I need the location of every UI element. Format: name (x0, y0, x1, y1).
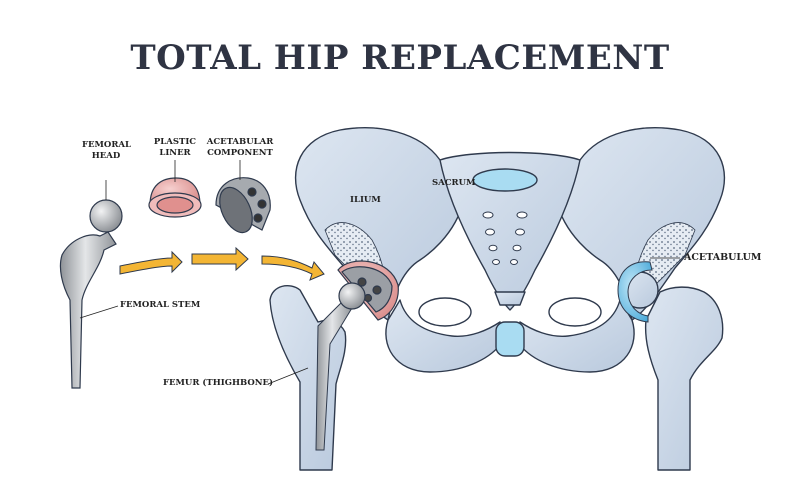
left-obturator (418, 297, 472, 327)
right-obturator (548, 297, 602, 327)
label-plastic-liner: PLASTIC LINER (150, 137, 200, 159)
right-femur (621, 271, 724, 471)
label-plastic-liner-line1: PLASTIC (153, 137, 197, 147)
sacral-foramina (482, 211, 528, 265)
label-plastic-liner-line2: LINER (159, 148, 191, 158)
label-femoral-head: FEMORAL HEAD (82, 140, 131, 162)
implanted-cup (337, 260, 399, 321)
label-femoral-head-line1: FEMORAL (82, 140, 131, 150)
acetabulum-cartilage (617, 261, 653, 323)
femoral-head-ball (89, 199, 123, 233)
implanted-ball (338, 282, 366, 310)
label-acetabular-line2: COMPONENT (207, 148, 273, 158)
label-ilium: ILIUM (350, 195, 381, 205)
label-acetabular-line1: ACETABULAR (206, 137, 274, 147)
pelvis (294, 127, 726, 373)
page-title: TOTAL HIP REPLACEMENT (130, 38, 670, 78)
label-acetabular-component: ACETABULAR COMPONENT (206, 137, 274, 159)
label-femoral-head-line2: HEAD (91, 151, 121, 161)
femoral-stem-implant (59, 199, 123, 389)
right-ilium (555, 127, 726, 321)
arrow-3 (261, 255, 325, 281)
pubic-symphysis (495, 321, 525, 357)
arrow-2 (191, 246, 249, 272)
label-acetabulum: ACETABULUM (684, 252, 762, 263)
label-sacrum: SACRUM (432, 178, 476, 188)
label-femoral-stem: FEMORAL STEM (120, 300, 201, 310)
label-femur: FEMUR (THIGHBONE) (163, 378, 274, 388)
acetabular-component-implant (215, 177, 271, 234)
leader-lines (79, 160, 680, 385)
arrow-1 (119, 250, 183, 275)
plastic-liner-implant (148, 177, 202, 218)
coccyx (494, 291, 526, 306)
sacrum-bone (439, 151, 581, 311)
process-arrows (119, 246, 325, 281)
sacrum-disc (472, 168, 538, 192)
